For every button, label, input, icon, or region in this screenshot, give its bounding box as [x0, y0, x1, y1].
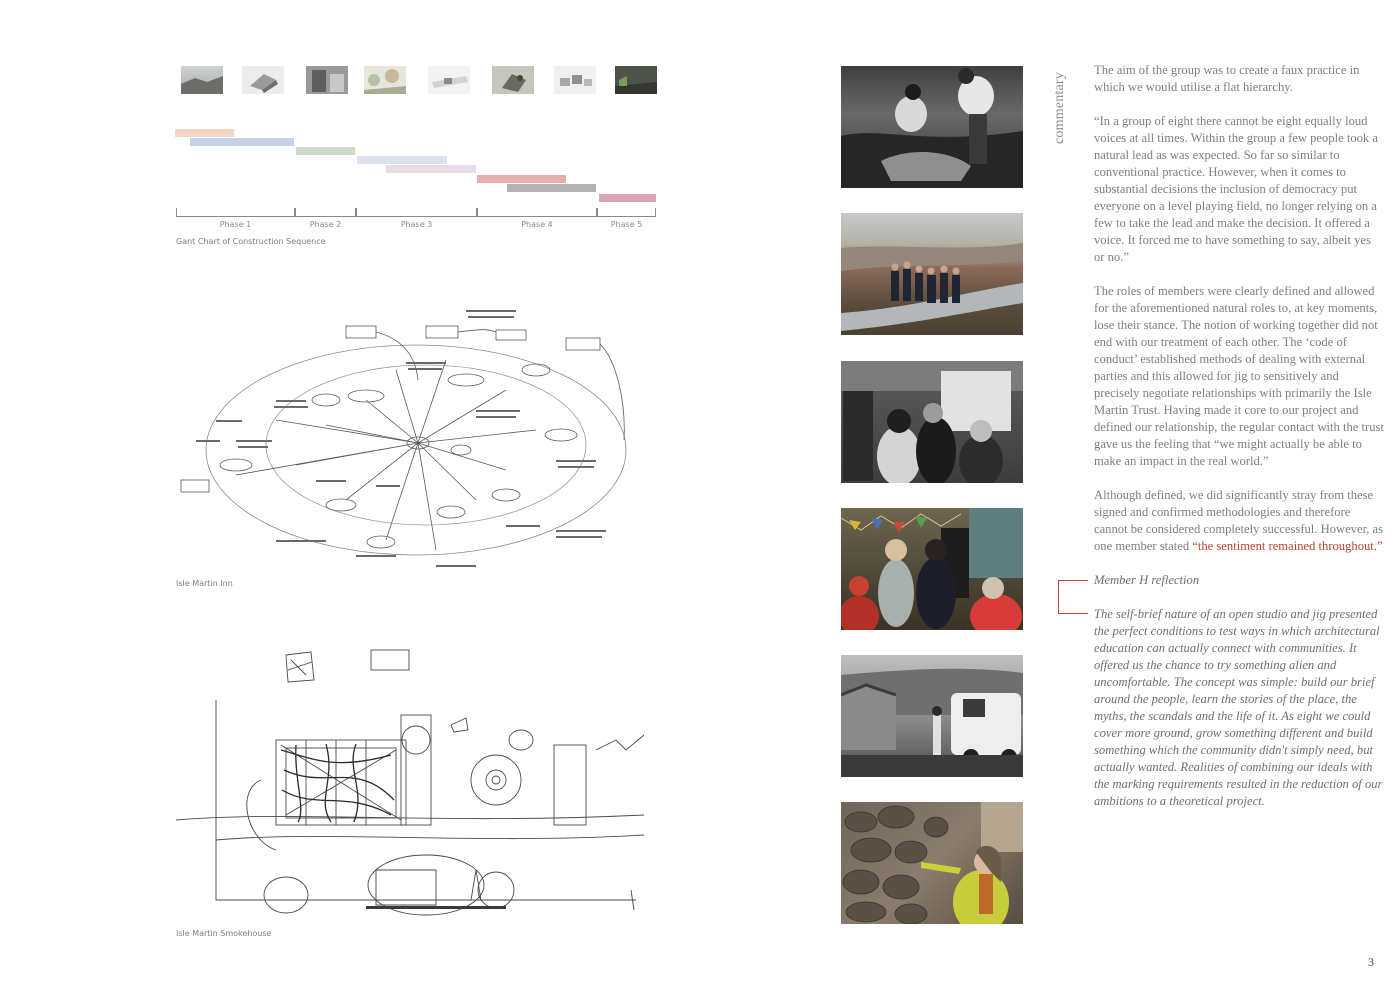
- gantt-bar-2: [190, 138, 294, 146]
- photo-community-meeting-with-bunting-icon: [841, 508, 1023, 630]
- thumbnail-5: 5: [428, 66, 470, 94]
- commentary-text: The aim of the group was to create a fau…: [1094, 62, 1384, 827]
- paragraph-2: “In a group of eight there cannot be eig…: [1094, 114, 1378, 264]
- photo-4: [841, 508, 1023, 630]
- mindmap-caption: Isle Martin Inn: [176, 579, 233, 588]
- phase-axis: [175, 208, 657, 220]
- photo-5: [841, 655, 1023, 777]
- plan-sketch: [176, 649, 644, 916]
- phase-bracket: [176, 208, 295, 217]
- phase-label: Phase 4: [521, 220, 553, 229]
- gantt-bar-5: [386, 165, 476, 173]
- thumbnail-2: 2: [242, 66, 284, 94]
- reflection-title: Member H reflection: [1094, 573, 1200, 587]
- thumbnail-8: 8: [615, 66, 657, 94]
- photo-people-building-stone-wall-icon: [841, 68, 1023, 188]
- thumbnail-3: 3: [306, 66, 348, 94]
- page-number: 3: [1368, 955, 1374, 969]
- thumbnail-4: 4: [364, 66, 406, 94]
- reflection-body: The self-brief nature of an open studio …: [1094, 607, 1383, 808]
- gantt-bar-1: [175, 129, 234, 137]
- highlighted-quote: “the sentiment remained throughout.”: [1192, 539, 1383, 553]
- plan-caption: Isle Martin Smokehouse: [176, 929, 272, 938]
- phase-label: Phase 2: [309, 220, 342, 229]
- thumbnail-strip: 1 2 3 4 5 6 7 8: [176, 66, 658, 96]
- phase-bracket: [597, 208, 656, 217]
- paragraph-3: The roles of members were clearly define…: [1094, 284, 1384, 468]
- photo-6: [841, 802, 1023, 924]
- quote-connector-bracket: [1058, 580, 1088, 614]
- gantt-bar-3: [296, 147, 355, 155]
- photo-3: [841, 361, 1023, 483]
- gantt-bar-7: [507, 184, 596, 192]
- photo-group-on-hillside-road-icon: [841, 243, 1023, 331]
- phase-bracket: [295, 208, 356, 217]
- gantt-bar-4: [357, 156, 447, 164]
- thumbnail-1: 1: [181, 66, 223, 94]
- phase-label: Phase 1: [219, 220, 252, 229]
- phase-bracket: [477, 208, 597, 217]
- mindmap-sketch: [180, 310, 627, 567]
- paragraph-4: Although defined, we did significantly s…: [1094, 487, 1384, 555]
- gantt-bar-6: [477, 175, 566, 183]
- commentary-side-label: commentary: [1052, 66, 1072, 146]
- photo-2: [841, 213, 1023, 335]
- photo-woman-touching-stone-wall-icon: [842, 802, 1023, 924]
- phase-label: Phase 5: [610, 220, 643, 229]
- gantt-chart: Phase 1 Phase 2 Phase 3 Phase 4 Phase 5: [175, 126, 659, 246]
- phase-label: Phase 3: [400, 220, 433, 229]
- phase-bracket: [356, 208, 477, 217]
- paragraph-4-text: Although defined, we did significantly s…: [1094, 488, 1384, 553]
- photo-1: [841, 66, 1023, 188]
- thumbnail-6: 6: [492, 66, 534, 94]
- photo-van-beside-cottage-icon: [841, 668, 1023, 777]
- side-label-text: commentary: [1052, 72, 1067, 144]
- gantt-bar-8: [599, 194, 656, 202]
- photo-group-in-kitchen-icon: [841, 361, 1023, 483]
- paragraph-1: The aim of the group was to create a fau…: [1094, 63, 1360, 94]
- thumbnail-7: 7: [554, 66, 596, 94]
- gantt-caption: Gant Chart of Construction Sequence: [176, 237, 326, 246]
